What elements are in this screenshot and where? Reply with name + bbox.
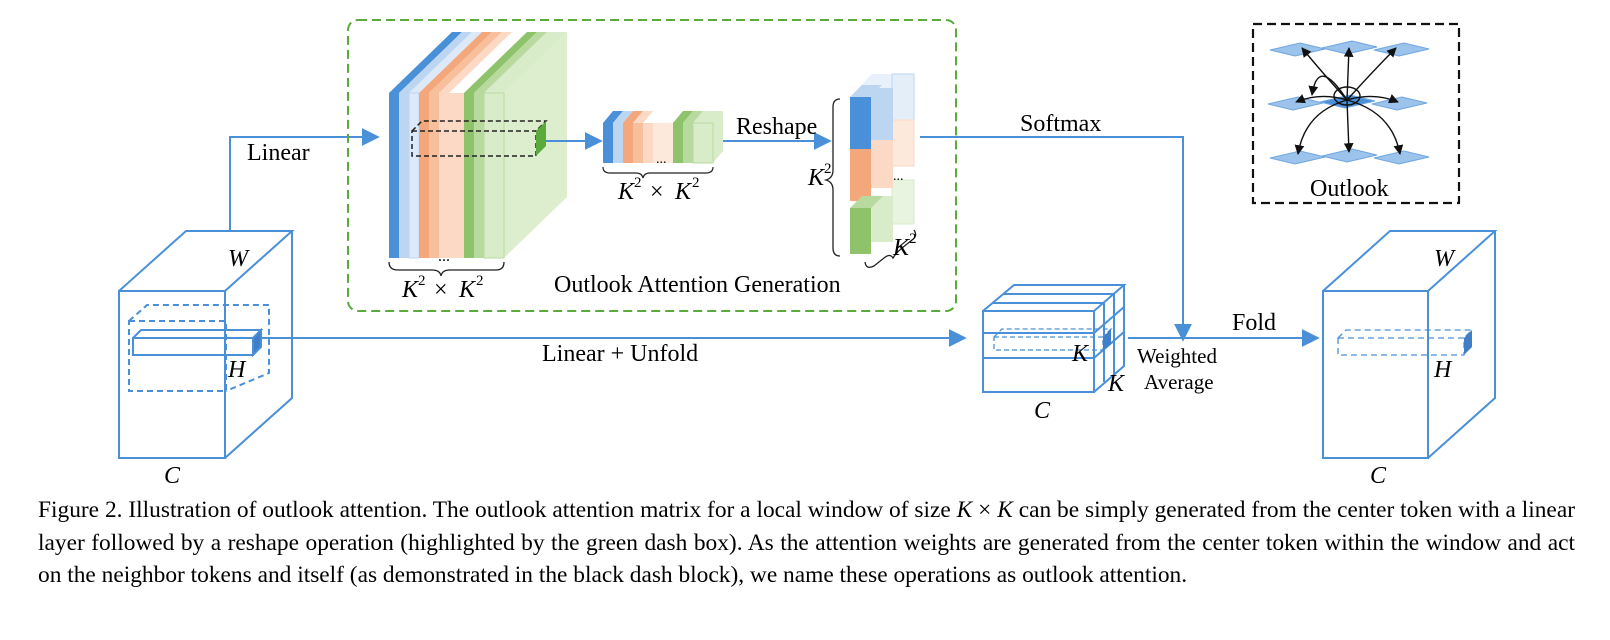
label-linear-unfold: Linear + Unfold: [542, 341, 698, 367]
label-fold: Fold: [1232, 310, 1276, 336]
label-k2-left: K 2: [807, 161, 832, 191]
figure-caption: Figure 2. Illustration of outlook attent…: [38, 494, 1575, 592]
svg-text:2: 2: [909, 231, 917, 247]
label-k2-bottom: K 2: [892, 231, 917, 261]
svg-text:2: 2: [692, 175, 700, 191]
label-C-input: C: [164, 463, 181, 489]
label-C-output: C: [1370, 463, 1387, 489]
svg-text:×: ×: [434, 277, 448, 303]
label-reshape: Reshape: [736, 114, 817, 140]
softmax-arrow: [920, 136, 1192, 342]
label-k2xk2-small: K 2 × K 2: [617, 175, 700, 205]
label-K-unfold-1: K: [1071, 341, 1090, 367]
reshaped-attention-map: [823, 73, 917, 268]
label-W-input: W: [228, 246, 250, 272]
svg-text:K: K: [401, 277, 420, 303]
label-K-unfold-2: K: [1107, 371, 1126, 397]
label-outlook-attention-generation: Outlook Attention Generation: [554, 272, 841, 298]
label-H-output: H: [1433, 357, 1453, 383]
svg-text:K: K: [674, 179, 693, 205]
label-linear: Linear: [247, 140, 310, 166]
ellipsis-stack: ...: [438, 248, 450, 265]
outlook-illustration-box: [1251, 22, 1461, 205]
attention-weights-small: [602, 111, 723, 179]
svg-text:2: 2: [418, 273, 426, 289]
outlook-attention-generation-box: [347, 19, 957, 312]
caption-times: ×: [972, 497, 998, 523]
svg-text:2: 2: [634, 175, 642, 191]
svg-text:×: ×: [650, 179, 664, 205]
caption-rest: can be simply generated from the center …: [38, 497, 1575, 588]
outlook-arrows: [1294, 47, 1404, 155]
ellipsis-small: ...: [656, 152, 667, 167]
attention-tensor-stack: [388, 32, 567, 277]
label-outlook: Outlook: [1310, 176, 1389, 202]
ellipsis-reshaped: ...: [893, 169, 904, 184]
label-W-output: W: [1434, 246, 1456, 272]
label-C-unfold: C: [1034, 398, 1051, 424]
svg-text:2: 2: [824, 161, 832, 177]
label-H-input: H: [227, 357, 247, 383]
label-average: Average: [1144, 370, 1214, 394]
caption-k1: K: [956, 497, 973, 523]
svg-text:K: K: [892, 235, 911, 261]
svg-text:2: 2: [476, 273, 484, 289]
outlook-attention-diagram: W H C Linear Linear + Unfold Outlook Att…: [118, 19, 1498, 489]
input-feature-cube: [118, 230, 295, 459]
linear-arrow: [229, 128, 380, 231]
label-k2xk2-stack: K 2 × K 2: [401, 273, 484, 303]
unfolded-value-cube: [982, 284, 1127, 393]
output-feature-cube: [1322, 230, 1498, 459]
label-softmax: Softmax: [1020, 111, 1101, 137]
svg-text:K: K: [458, 277, 477, 303]
label-weighted: Weighted: [1137, 344, 1217, 368]
caption-k2: K: [997, 497, 1013, 523]
caption-prefix: Figure 2. Illustration of outlook attent…: [38, 497, 957, 523]
svg-text:K: K: [807, 165, 826, 191]
svg-text:K: K: [617, 179, 636, 205]
